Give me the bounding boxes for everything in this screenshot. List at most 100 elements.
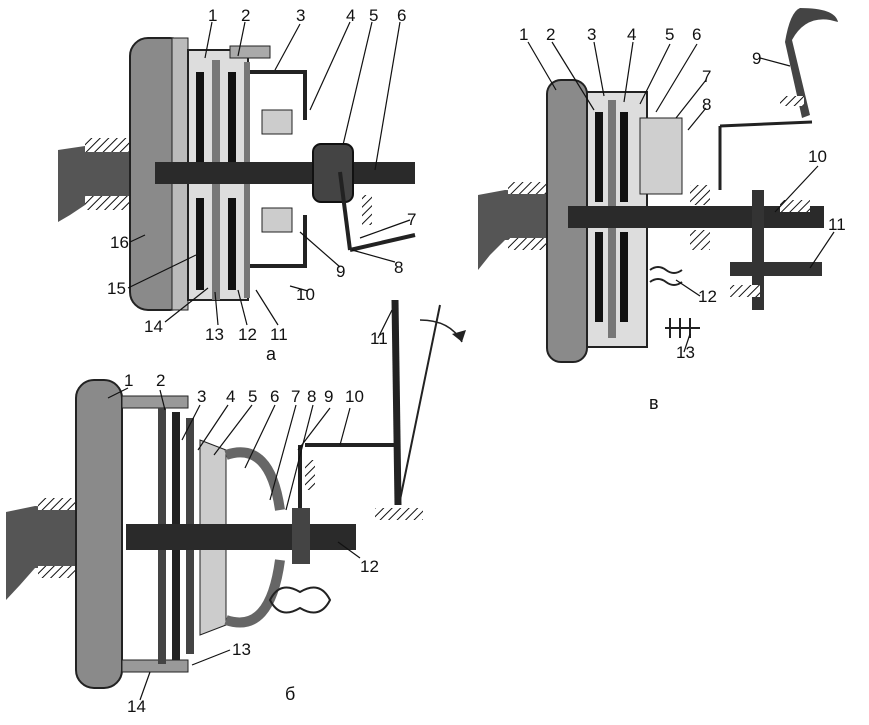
toggle-lever-b-bottom — [224, 559, 285, 628]
crankshaft-end-v — [478, 190, 548, 270]
clutch-pedal-v — [785, 8, 838, 118]
bearing-hatch-b2 — [38, 566, 80, 578]
callout-a-1: 1 — [208, 6, 217, 25]
callout-a-4: 4 — [346, 6, 355, 25]
callout-v-13: 13 — [676, 343, 695, 362]
housing-cap-a — [229, 45, 271, 59]
driven-disc-a2 — [196, 198, 204, 290]
driven-disc-v4 — [620, 232, 628, 322]
callout-a-3: 3 — [296, 6, 305, 25]
callout-v-6: 6 — [692, 25, 701, 44]
callout-a-11: 11 — [270, 325, 288, 344]
bearing-hatch-a2 — [85, 196, 130, 210]
callout-v-12: 12 — [698, 287, 717, 306]
brake-drum-v — [752, 190, 764, 310]
callout-v-11: 11 — [828, 215, 846, 234]
caption-b: б — [285, 684, 295, 704]
callout-b-11: 11 — [370, 329, 388, 348]
driven-disc-v3 — [620, 112, 628, 202]
pedal-rod-v — [719, 120, 813, 128]
callout-a-13: 13 — [205, 325, 224, 344]
callout-v-7: 7 — [702, 67, 711, 86]
pedal-rod-a — [349, 233, 416, 252]
callout-v-3: 3 — [587, 25, 596, 44]
callout-b-9: 9 — [324, 387, 333, 406]
callout-b-4: 4 — [226, 387, 235, 406]
flywheel-b — [75, 379, 123, 689]
callout-v-4: 4 — [627, 25, 636, 44]
callout-a-2: 2 — [241, 6, 250, 25]
release-collar-b — [292, 508, 310, 564]
lever-spring-a1 — [261, 109, 293, 135]
callout-v-1: 1 — [519, 25, 528, 44]
callout-a-8: 8 — [394, 258, 403, 277]
bearing-hatch-v1 — [508, 182, 548, 194]
caption-v: в — [649, 393, 659, 413]
callout-a-15: 15 — [107, 279, 126, 298]
bolt-bottom-b — [121, 659, 189, 673]
release-bearing-a — [312, 143, 354, 203]
callout-b-13: 13 — [232, 640, 251, 659]
housing-cover-v — [639, 117, 683, 195]
driven-disc-a4 — [228, 198, 236, 290]
callout-b-1: 1 — [124, 371, 133, 390]
callout-a-12: 12 — [238, 325, 257, 344]
callout-a-9: 9 — [336, 262, 345, 281]
bearing-hatch-v2 — [508, 238, 548, 250]
callout-b-14: 14 — [127, 697, 146, 716]
release-lever-a-bottom — [250, 215, 307, 268]
callout-a-6: 6 — [397, 6, 406, 25]
crankshaft-end-a — [58, 146, 130, 222]
callout-a-5: 5 — [369, 6, 378, 25]
callout-v-9: 9 — [752, 49, 761, 68]
callout-v-5: 5 — [665, 25, 674, 44]
pivot-hatch-a — [362, 195, 372, 225]
cam-detail-b — [268, 586, 332, 614]
crankshaft-end-b — [6, 506, 80, 600]
callout-b-10: 10 — [345, 387, 364, 406]
callout-b-6: 6 — [270, 387, 279, 406]
pivot-hatch-b — [305, 460, 315, 490]
clutch-shaft-b — [126, 524, 356, 550]
callout-b-12: 12 — [360, 557, 379, 576]
brake-hatch-v1 — [780, 200, 810, 212]
motion-arrowhead-b — [452, 330, 466, 342]
callout-b-5: 5 — [248, 387, 257, 406]
hand-lever-alt-b — [399, 304, 441, 501]
toggle-lever-b-top — [224, 447, 285, 511]
callout-b-2: 2 — [156, 371, 165, 390]
output-shaft-v — [730, 262, 822, 276]
driven-disc-a1 — [196, 72, 204, 164]
brake-hatch-v2 — [730, 285, 760, 297]
driven-disc-v1 — [595, 112, 603, 202]
driven-disc-v2 — [595, 232, 603, 322]
callout-a-16: 16 — [110, 233, 129, 252]
diagram-b: 1 2 3 4 5 6 7 8 9 10 11 12 13 14 б — [6, 299, 466, 716]
gear-hatch-v2 — [690, 230, 710, 250]
callout-a-7: 7 — [407, 210, 416, 229]
bolt-top-b — [121, 395, 189, 409]
diagram-v: 1 2 3 4 5 6 7 8 9 10 11 12 13 в — [478, 8, 846, 413]
diagram-a: 1 2 3 4 5 6 7 8 9 10 11 12 13 14 15 16 а — [58, 6, 416, 364]
callout-a-10: 10 — [296, 285, 315, 304]
pedal-pivot-hatch-v — [780, 96, 804, 106]
gear-hatch-v1 — [690, 185, 710, 205]
bearing-hatch-a1 — [85, 138, 130, 152]
driven-disc-a3 — [228, 72, 236, 164]
release-fork-a — [338, 171, 352, 251]
bearing-hatch-b1 — [38, 498, 80, 510]
callout-v-2: 2 — [546, 25, 555, 44]
hand-lever-b — [391, 299, 402, 506]
callout-v-10: 10 — [808, 147, 827, 166]
return-spring-v12 — [649, 266, 683, 286]
base-hatch-b — [375, 508, 423, 520]
caption-a: а — [266, 344, 277, 364]
return-spring-v13 — [665, 318, 700, 338]
release-lever-a-top — [250, 70, 307, 120]
callout-v-8: 8 — [702, 95, 711, 114]
callout-b-7: 7 — [291, 387, 300, 406]
callout-b-3: 3 — [197, 387, 206, 406]
motion-arrow-b — [419, 319, 463, 343]
callout-b-8: 8 — [307, 387, 316, 406]
